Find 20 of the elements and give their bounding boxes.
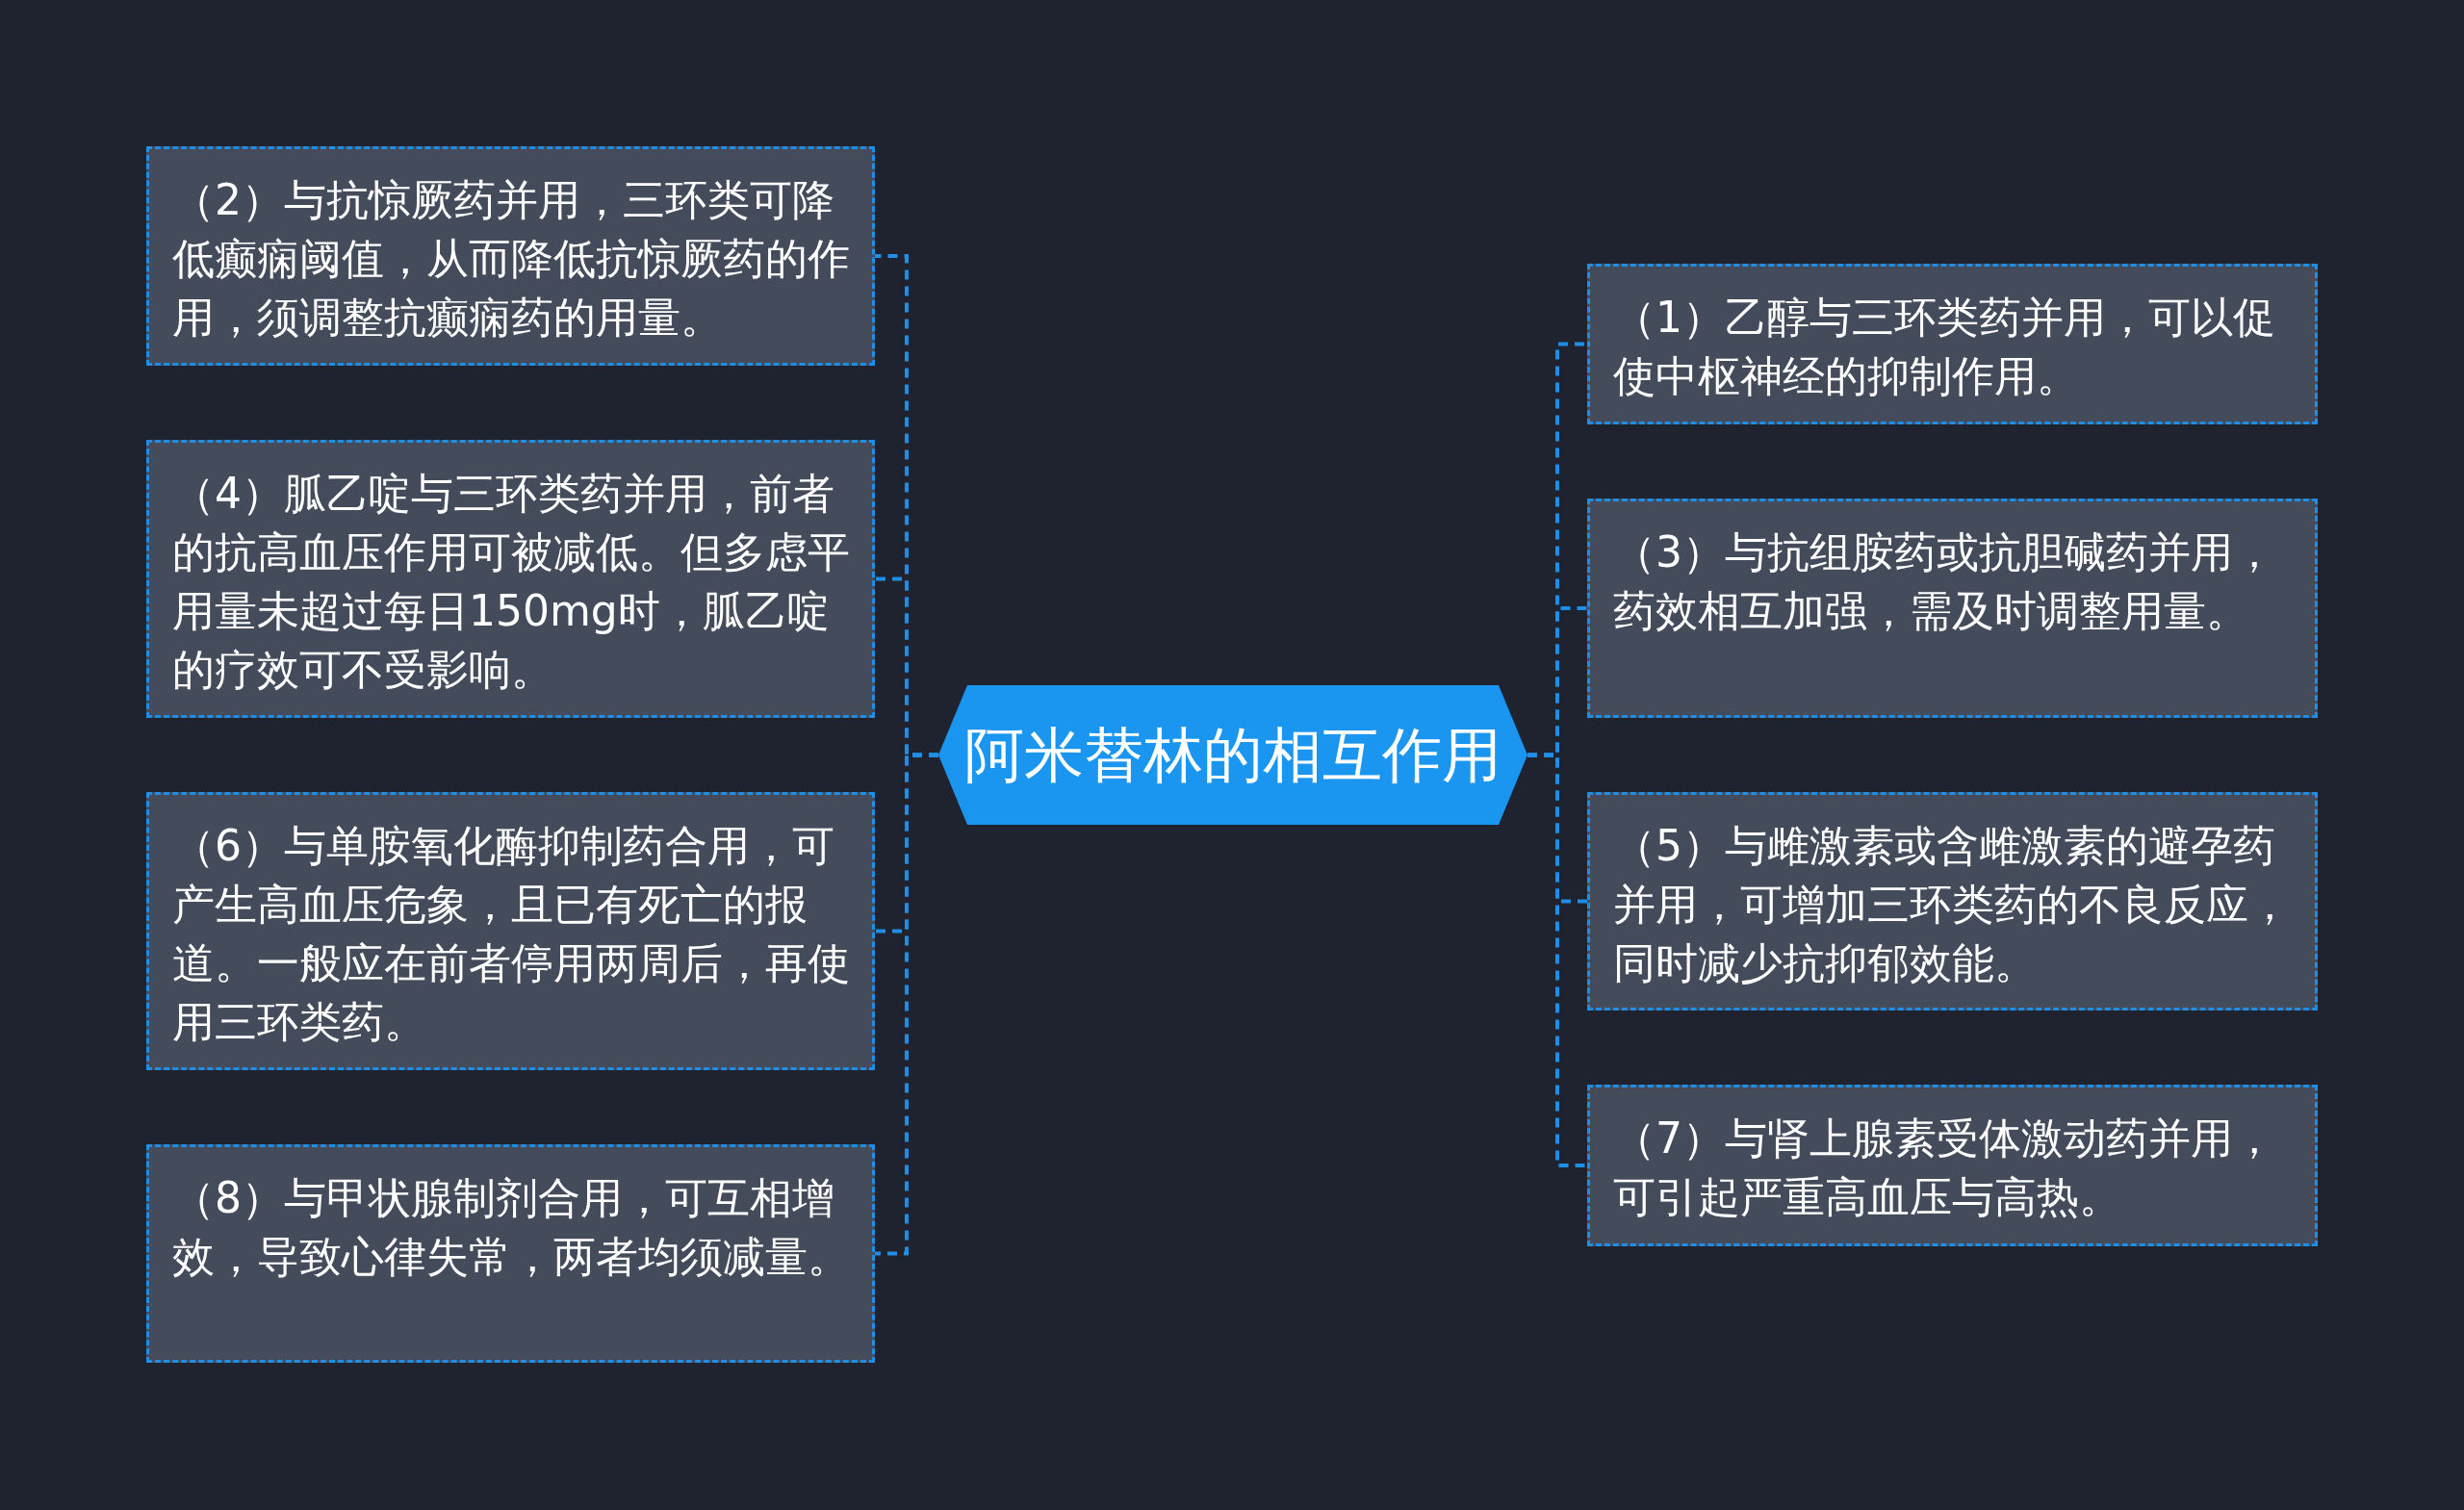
note-box (146, 440, 875, 718)
note-text: （6）与单胺氧化酶抑制药合用，可产生高血压危象，且已有死亡的报道。一般应在前者停用两周后，再使用三环类药。 (172, 821, 850, 1046)
connector-line (875, 753, 938, 1256)
note-text: （4）胍乙啶与三环类药并用，前者的抗高血压作用可被减低。但多虑平用量未超过每日150mg时，胍乙啶的疗效可不受影响。 (172, 469, 850, 694)
note-text: （7）与肾上腺素受体激动药并用，可引起严重高血压与高热。 (1613, 1113, 2275, 1221)
note-text: （8）与甲状腺制剂合用，可互相增效，导致心律失常，两者均须减量。 (172, 1173, 850, 1281)
note-text: （2）与抗惊厥药并用，三环类可降低癫痫阈值，从而降低抗惊厥药的作用，须调整抗癫痫药的用量。 (172, 175, 850, 342)
note-box (146, 146, 875, 366)
note-text: （5）与雌激素或含雌激素的避孕药并用，可增加三环类药的不良反应，同时减少抗抑郁效能。 (1613, 821, 2291, 987)
note-box (1587, 264, 2318, 424)
note-box (1587, 1085, 2318, 1246)
connector-line (1527, 753, 1587, 1167)
topic-hexagon (938, 685, 1527, 825)
note-box (1587, 792, 2318, 1011)
note-text: （1）乙醇与三环类药并用，可以促使中枢神经的抑制作用。 (1613, 293, 2275, 400)
topic-title: 阿米替林的相互作用 (964, 718, 1502, 792)
note-text: （3）与抗组胺药或抗胆碱药并用，药效相互加强，需及时调整用量。 (1613, 527, 2275, 635)
note-box (146, 1144, 875, 1363)
note-box (1587, 499, 2318, 718)
note-box (146, 792, 875, 1070)
